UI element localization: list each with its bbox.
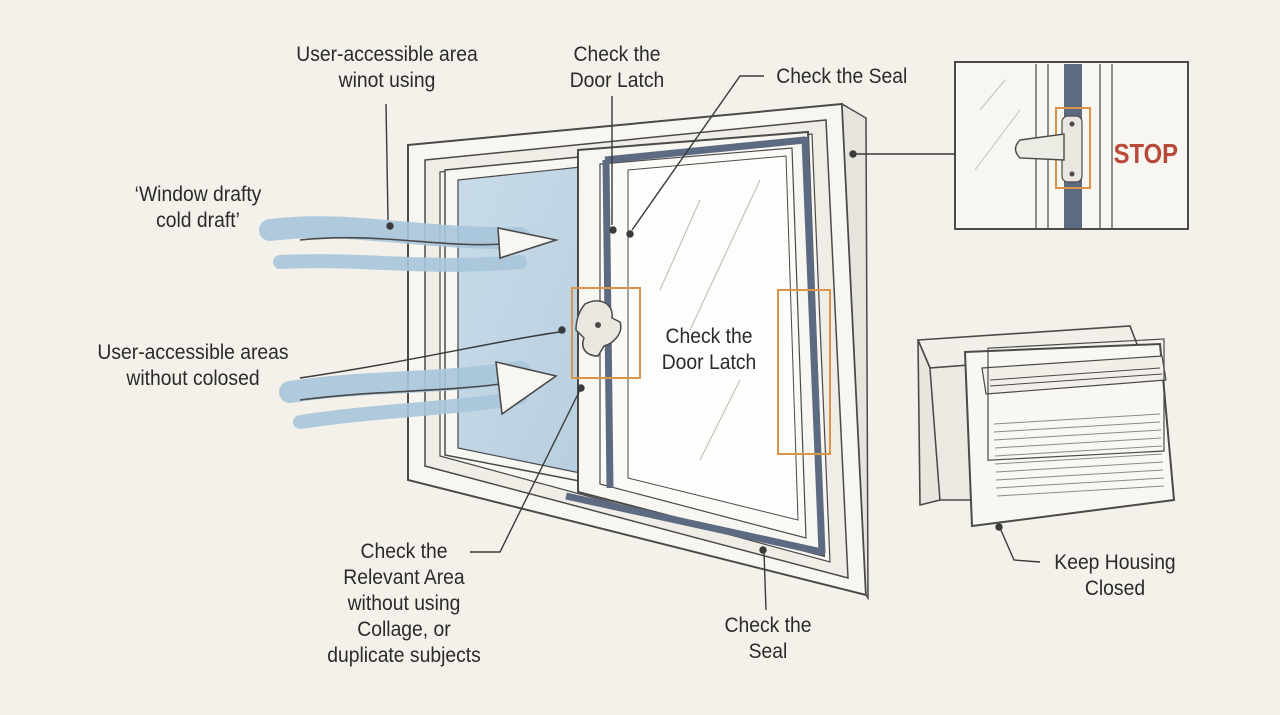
label-keep-housing-closed: Keep Housing Closed — [1054, 551, 1176, 600]
draft-arrows — [259, 216, 531, 429]
latch-inset — [954, 61, 1189, 230]
air-conditioner — [916, 325, 1176, 528]
door-latch — [571, 287, 831, 455]
stop-text: STOP — [1113, 138, 1179, 169]
leader-lines — [299, 75, 1041, 611]
label-window-drafty: ‘Window drafty cold draft’ — [134, 183, 262, 232]
label-check-relevant-area: Check the Relevant Area without using Co… — [327, 540, 481, 667]
sliding-sash — [577, 130, 826, 558]
label-check-door-latch-top: Check the Door Latch — [569, 43, 665, 92]
draft-arrow-outlines — [299, 227, 560, 416]
label-check-seal-top: Check the Seal — [776, 65, 908, 88]
label-check-door-latch-mid: Check the Door Latch — [661, 325, 757, 374]
label-check-seal-bottom: Check the Seal — [724, 614, 812, 663]
label-user-accessible-area: User-accessible area winot using — [296, 43, 478, 92]
label-user-accessible-areas: User-accessible areas without colosed — [97, 341, 289, 390]
